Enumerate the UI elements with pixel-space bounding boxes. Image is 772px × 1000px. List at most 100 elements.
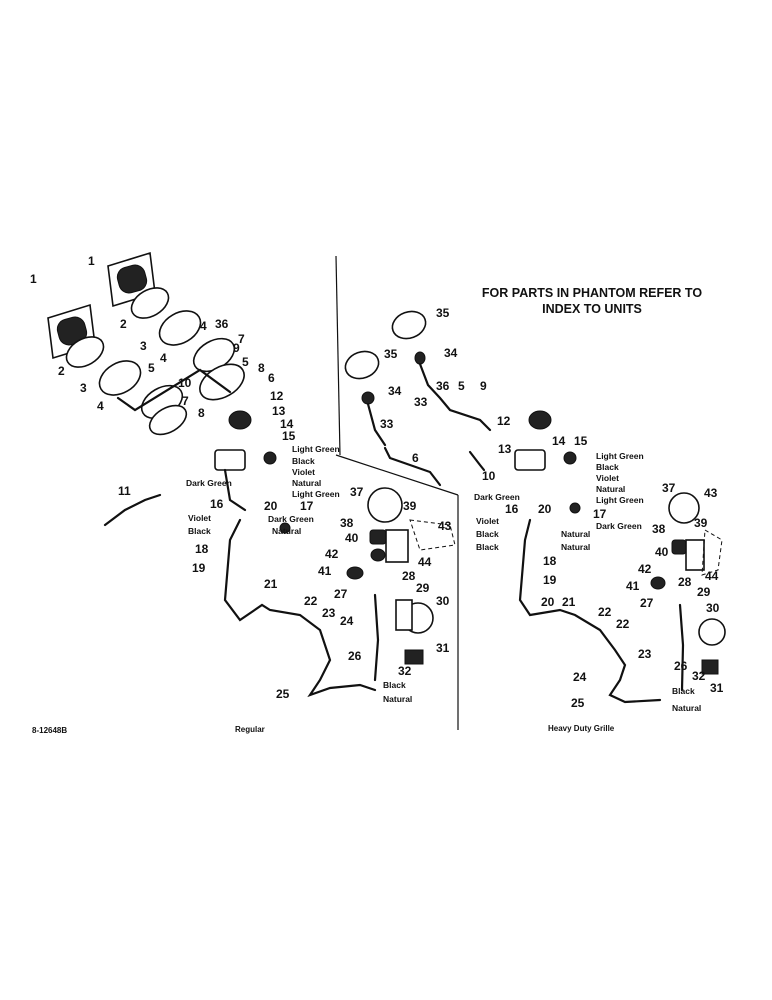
callout-12: 12 bbox=[270, 389, 284, 403]
callout-3: 3 bbox=[80, 381, 87, 395]
wire-dark-green: Dark Green bbox=[596, 521, 642, 531]
wire-black: Black bbox=[188, 526, 211, 536]
callout-20: 20 bbox=[264, 499, 278, 513]
headlight-wire bbox=[116, 368, 232, 412]
wire-violet: Violet bbox=[596, 473, 619, 483]
light-switch bbox=[563, 451, 577, 465]
callout-40: 40 bbox=[655, 545, 669, 559]
callout-19: 19 bbox=[192, 561, 206, 575]
callout-29: 29 bbox=[416, 581, 430, 595]
callout-27: 27 bbox=[334, 587, 348, 601]
wire-black: Black bbox=[672, 686, 695, 696]
callout-26: 26 bbox=[674, 659, 688, 673]
floodlight-wire bbox=[366, 402, 387, 447]
horn bbox=[698, 618, 726, 646]
wire-dark-green: Dark Green bbox=[474, 492, 520, 502]
wire-10 bbox=[468, 450, 486, 472]
gauge-bracket bbox=[385, 529, 409, 563]
callout-22: 22 bbox=[304, 594, 318, 608]
callout-31: 31 bbox=[710, 681, 724, 695]
caption-heavy-duty-grille: Heavy Duty Grille bbox=[548, 724, 615, 733]
callout-37: 37 bbox=[662, 481, 676, 495]
callout-22: 22 bbox=[598, 605, 612, 619]
wire-violet: Violet bbox=[476, 516, 499, 526]
callout-4: 4 bbox=[160, 351, 167, 365]
main-harness bbox=[223, 518, 377, 698]
wire-natural: Natural bbox=[561, 542, 590, 552]
callout-43: 43 bbox=[438, 519, 452, 533]
callout-1: 1 bbox=[30, 272, 37, 286]
callout-16: 16 bbox=[210, 497, 224, 511]
callout-4: 4 bbox=[200, 319, 207, 333]
wire-light-green: Light Green bbox=[596, 451, 644, 461]
callout-36: 36 bbox=[215, 317, 229, 331]
phantom-panel bbox=[701, 529, 723, 576]
switch-housing bbox=[214, 449, 246, 471]
floodlight bbox=[344, 350, 380, 380]
right-callouts: 35 35 34 34 36 5 9 33 33 6 10 12 13 14 1… bbox=[380, 306, 724, 710]
wire-natural: Natural bbox=[561, 529, 590, 539]
callout-25: 25 bbox=[571, 696, 585, 710]
harness-wire bbox=[223, 468, 247, 512]
callout-10: 10 bbox=[178, 376, 192, 390]
callout-11: 11 bbox=[118, 484, 131, 498]
callout-1: 1 bbox=[88, 254, 95, 268]
callout-31: 31 bbox=[436, 641, 450, 655]
callout-34: 34 bbox=[444, 346, 458, 360]
wire-violet: Violet bbox=[292, 467, 315, 477]
callout-9: 9 bbox=[480, 379, 487, 393]
callout-18: 18 bbox=[543, 554, 557, 568]
callout-36: 36 bbox=[436, 379, 450, 393]
gauge-bracket bbox=[685, 539, 705, 571]
callout-28: 28 bbox=[402, 569, 416, 583]
callout-25: 25 bbox=[276, 687, 290, 701]
left-view-parts bbox=[47, 251, 456, 698]
callout-32: 32 bbox=[398, 664, 412, 678]
callout-19: 19 bbox=[543, 573, 557, 587]
callout-44: 44 bbox=[705, 569, 719, 583]
callout-39: 39 bbox=[694, 516, 708, 530]
callout-23: 23 bbox=[322, 606, 336, 620]
wire-violet: Violet bbox=[188, 513, 211, 523]
gauge bbox=[668, 492, 700, 524]
left-wire-labels: Light Green Black Violet Natural Dark Gr… bbox=[186, 444, 412, 704]
wire-natural: Natural bbox=[292, 478, 321, 488]
headlight-ring bbox=[65, 336, 105, 368]
callout-6: 6 bbox=[412, 451, 419, 465]
callout-14: 14 bbox=[280, 417, 294, 431]
phantom-note-line1: FOR PARTS IN PHANTOM REFER TO bbox=[482, 286, 702, 300]
wire-light-green: Light Green bbox=[292, 489, 340, 499]
callout-34: 34 bbox=[388, 384, 402, 398]
callout-37: 37 bbox=[350, 485, 364, 499]
callout-41: 41 bbox=[318, 564, 332, 578]
lamp-mount bbox=[361, 391, 375, 405]
callout-24: 24 bbox=[573, 670, 587, 684]
callout-7: 7 bbox=[238, 332, 245, 346]
callout-40: 40 bbox=[345, 531, 359, 545]
sealed-beam-lamp bbox=[158, 310, 202, 346]
retaining-ring bbox=[148, 404, 188, 436]
wire-natural: Natural bbox=[596, 484, 625, 494]
floodlight bbox=[391, 310, 427, 340]
wire-26 bbox=[678, 603, 685, 692]
warning-lamp bbox=[228, 410, 252, 430]
callout-41: 41 bbox=[626, 579, 640, 593]
callout-2: 2 bbox=[58, 364, 65, 378]
headlight-ring bbox=[130, 287, 170, 319]
wire-black: Black bbox=[292, 456, 315, 466]
wire-black: Black bbox=[383, 680, 406, 690]
wire-natural: Natural bbox=[383, 694, 412, 704]
callout-14: 14 bbox=[552, 434, 566, 448]
wire-6 bbox=[383, 446, 442, 487]
callout-13: 13 bbox=[272, 404, 286, 418]
right-wire-labels: Light Green Black Violet Natural Dark Gr… bbox=[474, 451, 701, 713]
callout-26: 26 bbox=[348, 649, 362, 663]
warning-lamp bbox=[528, 410, 552, 430]
callout-32: 32 bbox=[692, 669, 706, 683]
figure-number: 8-12648B bbox=[32, 726, 67, 735]
callout-2: 2 bbox=[120, 317, 127, 331]
bulb-socket bbox=[370, 548, 386, 562]
callout-27: 27 bbox=[640, 596, 654, 610]
callout-10: 10 bbox=[482, 469, 496, 483]
floodlight-wire bbox=[418, 362, 492, 432]
